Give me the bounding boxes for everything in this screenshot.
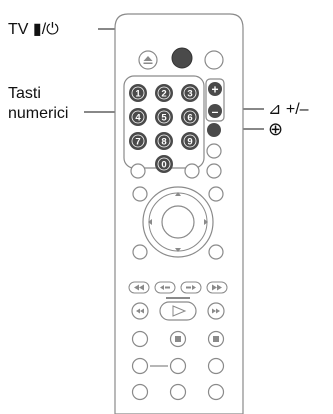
play-bar	[166, 297, 190, 299]
row7-right-button	[207, 383, 225, 401]
digit-key-ring-0	[157, 157, 171, 171]
top-right-button	[204, 50, 224, 70]
row7	[131, 383, 225, 401]
volume-up-button	[208, 82, 222, 96]
row-button-right	[206, 163, 222, 179]
play-icon	[172, 305, 187, 317]
top-row	[138, 47, 224, 70]
numeric-keys-label-line2: numerici	[8, 105, 69, 122]
numeric-keys-label-line1: Tasti	[8, 85, 41, 102]
digit-key-label-4: 4	[135, 113, 141, 124]
digit-key-label-7: 7	[135, 137, 140, 148]
digit-key-label-9: 9	[187, 137, 192, 148]
side-button-1	[206, 143, 222, 159]
tv-power-button	[171, 47, 193, 69]
digit-key-ring-1	[131, 86, 145, 100]
digit-key-ring-8	[157, 134, 171, 148]
digit-key-ring-6	[183, 110, 197, 124]
eject-icon	[143, 56, 153, 64]
row7-mid-button	[169, 383, 187, 401]
digit-key-label-8: 8	[161, 137, 166, 148]
row6-right-button	[207, 357, 225, 375]
row5-left-button	[131, 330, 149, 348]
row7-left-button	[131, 383, 149, 401]
row6-left-button	[131, 357, 149, 375]
digit-key-label-5: 5	[161, 113, 167, 124]
digit-key-label-3: 3	[187, 89, 192, 100]
dpad-corner-tr	[208, 186, 224, 202]
dpad-icon	[142, 186, 214, 258]
digit-key-label-1: 1	[135, 89, 141, 100]
volume-down-button	[208, 104, 222, 118]
stop-row	[131, 330, 225, 348]
digit-key-ring-7	[131, 134, 145, 148]
digit-keys: 1 2 3 4 5 6 7 8 9 0	[129, 84, 199, 173]
dpad-corner-br	[208, 244, 224, 260]
digit-key-ring-2	[157, 86, 171, 100]
row6-mid-button	[169, 357, 187, 375]
skip-row	[128, 281, 228, 294]
dpad-corner-bl	[132, 244, 148, 260]
input-select-label: ⊕	[268, 119, 284, 139]
pause-icon	[175, 336, 181, 342]
digit-key-ring-9	[183, 134, 197, 148]
dpad-corner-tl	[132, 186, 148, 202]
digit-key-ring-3	[183, 86, 197, 100]
digit-key-label-0: 0	[161, 160, 166, 171]
input-select-button	[207, 123, 221, 137]
volume-minus-text: –	[212, 105, 219, 119]
row6	[131, 357, 225, 375]
transport-row	[131, 297, 225, 321]
digit-key-label-2: 2	[161, 89, 166, 100]
tv-power-label: TV ▮/⏻	[8, 21, 59, 38]
digit-key-ring-5	[157, 110, 171, 124]
row-button-mid	[184, 163, 200, 179]
volume-plus-text: +	[211, 83, 218, 97]
volume-label: ⊿ +/–	[268, 101, 309, 118]
stop-icon	[213, 336, 219, 342]
digit-key-ring-4	[131, 110, 145, 124]
digit-key-label-6: 6	[187, 113, 192, 124]
row-button-left	[130, 163, 146, 179]
